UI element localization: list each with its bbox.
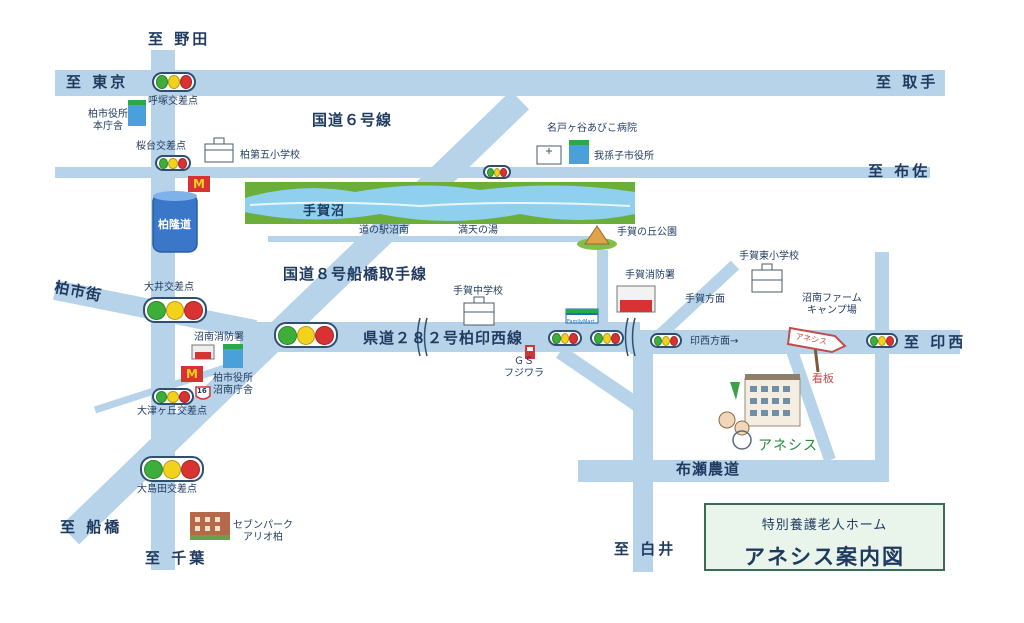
label-tega-park: 手賀の丘公園	[617, 227, 677, 238]
traffic-light-ooi	[143, 297, 207, 323]
road-right-vertical	[875, 252, 889, 482]
panel-subtitle: 特別養護老人ホーム	[761, 518, 888, 533]
label-familymart: FamilyMart	[567, 319, 595, 325]
label-hospital: 名戸ヶ谷あびこ病院	[547, 123, 637, 134]
tega-jhs-building	[463, 296, 495, 326]
direction-noda: 至 野田	[148, 30, 211, 48]
label-kashiwa-city-hall: 柏市役所 本庁舎	[88, 109, 128, 132]
label-school5: 柏第五小学校	[240, 150, 300, 161]
label-michinoeki: 道の駅沼南	[359, 225, 409, 236]
road-tega-fire	[597, 250, 608, 330]
label-sakuradai: 桜台交差点	[136, 141, 186, 152]
traffic-light-tega-fire	[590, 330, 624, 346]
traffic-light-ootsugaoka	[152, 388, 194, 405]
tega-fire-building	[616, 285, 656, 313]
label-route6: 国道６号線	[312, 111, 393, 129]
mcdonalds-logo-2: M	[186, 367, 198, 381]
school5-building	[204, 137, 234, 163]
label-ooi: 大井交差点	[144, 282, 194, 293]
direction-shiroi: 至 白井	[614, 540, 677, 558]
traffic-light-282-west	[274, 322, 338, 348]
road-anesis-diagonal	[784, 343, 836, 462]
shonan-office-icon	[223, 344, 243, 368]
road-shiroi	[633, 330, 653, 572]
traffic-light-inzai-dir	[650, 333, 682, 348]
label-kozuka: 呼塚交差点	[148, 96, 198, 107]
hospital-building	[536, 145, 562, 165]
road-route8-diagonal	[60, 90, 530, 545]
road-break-mark-2	[423, 317, 428, 357]
label-shonan-fire: 沼南消防署	[194, 332, 244, 343]
tega-park-icon	[577, 225, 617, 250]
anesis-building	[718, 374, 801, 450]
kashiwa-city-hall-icon	[128, 100, 146, 126]
mcdonalds-logo-1: M	[193, 177, 205, 191]
route16-shield	[195, 386, 211, 400]
shonan-fire-icon	[191, 344, 215, 360]
road-break-mark-3	[624, 317, 629, 357]
road-break-mark-4	[631, 317, 636, 357]
road-nunose	[578, 460, 888, 482]
label-mantennoyu: 満天の湯	[458, 225, 498, 236]
road-lakeside	[268, 236, 598, 242]
direction-chiba: 至 千葉	[145, 549, 208, 567]
label-tega-direction: 手賀方面	[685, 294, 725, 305]
traffic-light-kozuka	[152, 72, 196, 92]
road-route282	[240, 322, 640, 352]
label-tega-east-school: 手賀東小学校	[739, 251, 799, 262]
route16-number: 16	[197, 387, 207, 395]
familymart-icon	[565, 308, 599, 324]
label-anesis: アネシス	[758, 438, 818, 454]
tega-east-school-building	[751, 263, 783, 293]
label-tega-jhs: 手賀中学校	[453, 286, 503, 297]
direction-fusa: 至 布佐	[868, 162, 931, 180]
road-route6	[55, 70, 945, 96]
label-route282: 県道２８２号柏印西線	[363, 329, 524, 347]
label-gs: ＧＳ フジワラ	[504, 356, 544, 379]
label-ooshimada: 大島田交差点	[137, 484, 197, 495]
seven-park-building	[190, 512, 230, 540]
label-abiko-city-hall: 我孫子市役所	[594, 151, 654, 162]
label-inzai-direction: 印西方面→	[690, 336, 739, 347]
panel-title: アネシス案内図	[744, 545, 905, 569]
abiko-city-hall-icon	[569, 140, 589, 164]
anesis-signpost	[786, 326, 847, 373]
label-kashiwa-shonan-office: 柏市役所 沼南庁舎	[213, 373, 253, 396]
road-tega-east-diagonal	[655, 260, 740, 340]
road-break-mark-1	[416, 317, 421, 357]
road-282-southeast	[556, 346, 649, 416]
traffic-light-inzai-east	[866, 333, 898, 348]
direction-inzai: 至 印西	[904, 333, 967, 351]
label-ootsugaoka: 大津ヶ丘交差点	[137, 406, 207, 417]
traffic-light-sakuradai	[155, 155, 191, 171]
label-tunnel: 柏隆道	[158, 218, 191, 231]
mcdonalds-icon-1	[188, 176, 210, 192]
tunnel	[152, 191, 198, 253]
mcdonalds-icon-2	[181, 366, 203, 382]
traffic-light-ooshimada	[140, 456, 204, 482]
direction-toride: 至 取手	[876, 73, 939, 91]
direction-tokyo: 至 東京	[66, 73, 129, 91]
label-kanban: 看板	[812, 372, 834, 385]
label-seven-park: セブンパーク アリオ柏	[233, 520, 293, 543]
gas-station-icon	[525, 345, 535, 359]
traffic-light-route6-east	[483, 165, 511, 179]
label-route8: 国道８号船橋取手線	[283, 265, 428, 283]
direction-funabashi: 至 船橋	[60, 518, 123, 536]
info-panel: 特別養護老人ホーム アネシス案内図	[704, 503, 945, 571]
label-tega-marsh: 手賀沼	[303, 204, 346, 219]
label-nunose: 布瀬農道	[676, 460, 741, 478]
traffic-light-familymart	[548, 330, 582, 346]
tega-marsh	[245, 182, 635, 224]
label-tega-fire: 手賀消防署	[625, 270, 675, 281]
label-shonan-farm: 沼南ファーム キャンプ場	[802, 293, 862, 316]
